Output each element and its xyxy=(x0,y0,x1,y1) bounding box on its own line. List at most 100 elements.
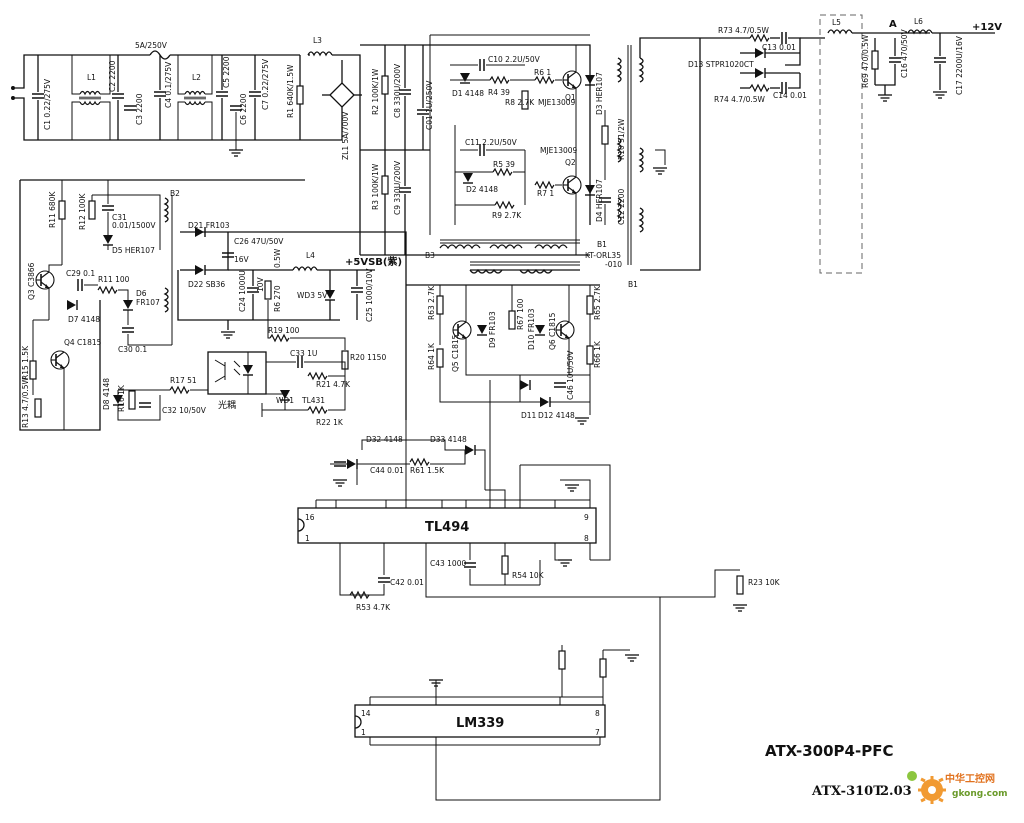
label-c17: C17 2200U/16V xyxy=(955,35,964,95)
label-opto: 光耦 xyxy=(218,399,236,411)
label-r8: R8 2.7K xyxy=(505,98,535,107)
label-b1: B1 xyxy=(597,240,607,249)
rail-5vsb-label: +5VSB(紫) xyxy=(345,255,402,268)
label-c24b: 10V xyxy=(256,276,265,292)
label-c8: C8 330U/200V xyxy=(393,63,402,118)
label-tl431: TL431 xyxy=(301,396,325,405)
label-d12: D12 4148 xyxy=(538,411,575,420)
label-d33: D33 4148 xyxy=(430,435,467,444)
label-r21: R21 4.7K xyxy=(316,380,351,389)
label-b3: B3 xyxy=(425,251,435,260)
label-r19: R19 100 xyxy=(268,326,300,335)
label-l2: L2 xyxy=(192,73,201,82)
label-d8: D8 4148 xyxy=(102,378,111,410)
ic-pin-numbers: 16 1 9 8 14 1 8 7 xyxy=(305,513,600,737)
label-l4: L4 xyxy=(306,251,315,260)
pin-16: 16 xyxy=(305,513,315,522)
label-b2: B2 xyxy=(170,189,180,198)
labels: 5A/250V L1 L2 L3 C1 0.22/275V C2 2200 C3… xyxy=(21,17,964,612)
label-q4: Q4 C1815 xyxy=(64,338,102,347)
standby-supply xyxy=(19,179,407,431)
label-wd1: WD1 xyxy=(276,396,294,405)
tl494-pins xyxy=(315,499,591,550)
half-bridge xyxy=(360,34,701,271)
lm339-chip xyxy=(354,704,606,738)
label-c11: C11 2.2U/50V xyxy=(465,138,518,147)
label-r17: R17 51 xyxy=(170,376,197,385)
label-r67: R67 100 xyxy=(516,298,525,330)
label-c31v: 0.01/1500V xyxy=(112,221,156,230)
label-r74: R74 4.7/0.5W xyxy=(714,95,766,104)
label-c43: C43 1000 xyxy=(430,559,466,568)
label-r61: R61 1.5K xyxy=(410,466,445,475)
label-mje2: MJE13009 xyxy=(540,146,578,155)
label-r69: R69 470/0.5W xyxy=(861,34,870,88)
label-c31: C31 xyxy=(112,213,127,222)
label-c30: C30 0.1 xyxy=(118,345,147,354)
label-c3: C3 2200 xyxy=(135,93,144,125)
label-d5: D5 HER107 xyxy=(112,246,155,255)
label-r1: R1 640K/1.5W xyxy=(286,64,295,118)
label-c4: C4 0.1/275V xyxy=(164,61,173,108)
lm339-pins xyxy=(369,645,640,746)
label-d6: D6 xyxy=(136,289,147,298)
label-c14: C14 0.01 xyxy=(773,91,807,100)
label-l6: L6 xyxy=(914,17,923,26)
label-r73: R73 4.7/0.5W xyxy=(718,26,770,35)
label-l5: L5 xyxy=(832,18,841,27)
tl494-chip xyxy=(297,507,597,544)
model-subtitle: ATX-310T xyxy=(811,784,883,799)
pin-1: 1 xyxy=(305,534,310,543)
label-r5: R5 39 xyxy=(493,160,515,169)
node-a-label: A xyxy=(889,19,897,30)
driver-stage xyxy=(406,261,600,425)
label-r6: R6 1 xyxy=(534,68,551,77)
label-c24: C24 1000U xyxy=(238,270,247,312)
label-c10: C10 2.2U/50V xyxy=(488,55,541,64)
label-c1: C1 0.22/275V xyxy=(43,78,52,130)
label-r9: R9 2.7K xyxy=(492,211,522,220)
version-label: 2.03 xyxy=(880,784,912,799)
label-r3: R3 100K/1W xyxy=(371,163,380,210)
label-d7: D7 4148 xyxy=(68,315,100,324)
label-c7: C7 0.22/275V xyxy=(261,58,270,110)
pin-8: 8 xyxy=(584,534,589,543)
label-c13: C13 0.01 xyxy=(762,43,796,52)
watermark-cn: 中华工控网 xyxy=(945,772,995,785)
lm339-label: LM339 xyxy=(456,716,504,731)
label-q3: Q3 C3866 xyxy=(27,262,36,300)
label-r13: R13 4.7/0.5W xyxy=(21,376,30,428)
label-r23: R23 10K xyxy=(748,578,781,587)
tl494-label: TL494 xyxy=(425,520,469,535)
label-c29: C29 0.1 xyxy=(66,269,95,278)
label-r54: R54 10K xyxy=(512,571,545,580)
label-d11: D11 xyxy=(521,411,537,420)
label-d32: D32 4148 xyxy=(366,435,403,444)
label-c5: C5 2200 xyxy=(222,56,231,88)
label-d21: D21 FR103 xyxy=(188,221,230,230)
pin-8b: 8 xyxy=(595,709,600,718)
label-q5: Q5 C1815 xyxy=(451,334,460,372)
label-kt2: -010 xyxy=(605,260,622,269)
label-r11b: R11 100 xyxy=(98,275,130,284)
label-r20: R20 1150 xyxy=(350,353,386,362)
label-r7: R7 1 xyxy=(537,189,554,198)
label-d4: D4 HER107 xyxy=(595,179,604,222)
label-r63: R63 2.7K xyxy=(427,285,436,320)
label-c2: C2 2200 xyxy=(108,60,117,92)
label-c32: C32 10/50V xyxy=(162,406,207,415)
pin-14: 14 xyxy=(361,709,371,718)
label-d6b: FR107 xyxy=(136,298,160,307)
rail-12v-label: +12V xyxy=(972,22,1002,33)
label-l3: L3 xyxy=(313,36,322,45)
label-c26: C26 47U/50V xyxy=(234,237,284,246)
label-mje1: MJE13009 xyxy=(538,98,576,107)
label-q6: Q6 C1815 xyxy=(548,312,557,350)
label-r6b: R6 270 xyxy=(273,285,282,312)
label-r15: R15 1.5K xyxy=(21,345,30,380)
label-c01: C01 1U/250V xyxy=(425,80,434,130)
label-c33: C33 1U xyxy=(290,349,317,358)
label-b1b: B1 xyxy=(628,280,638,289)
label-c16: C16 470/50V xyxy=(900,28,909,78)
label-r65: R65 2.7K xyxy=(593,285,602,320)
